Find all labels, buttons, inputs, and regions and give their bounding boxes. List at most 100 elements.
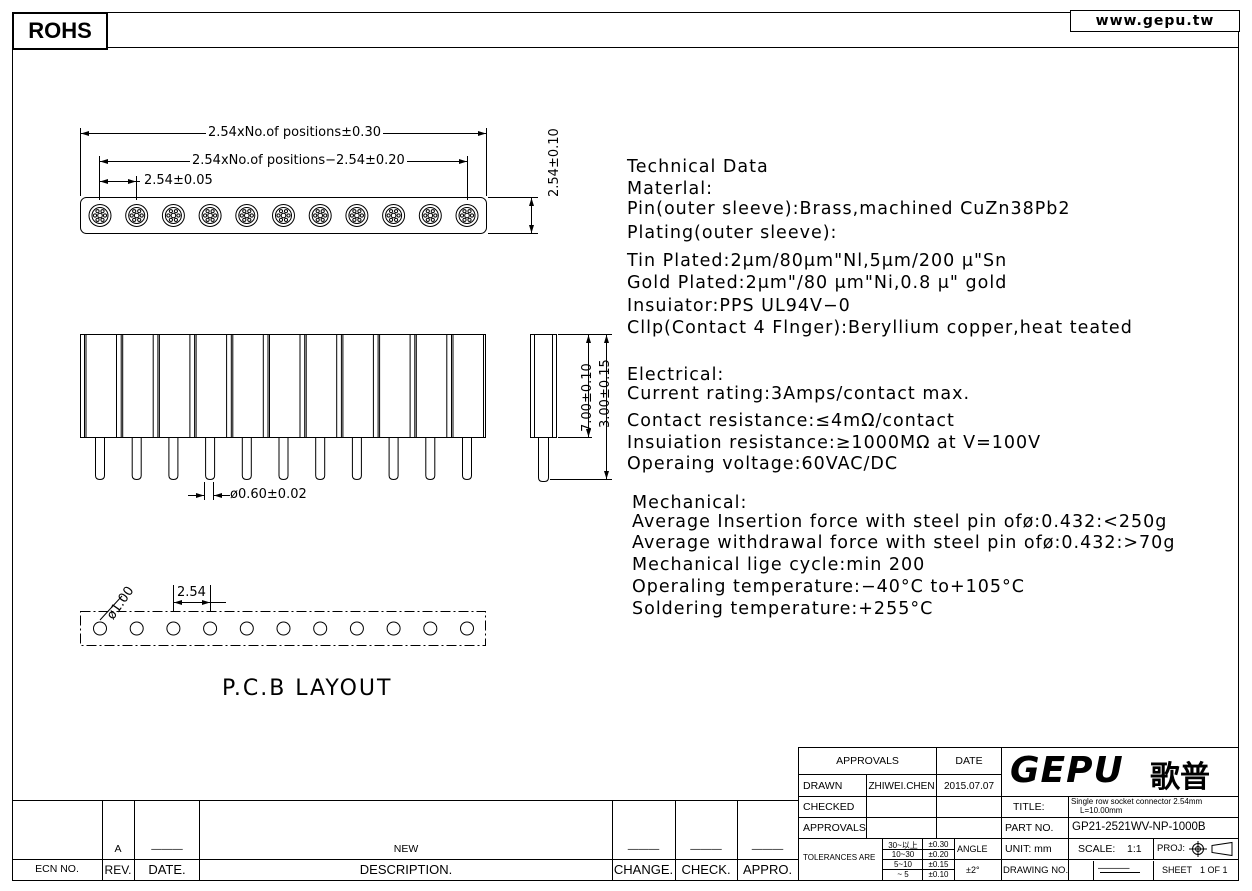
technical-data-line: Current rating:3Amps/contact max. xyxy=(627,384,971,404)
header-date: DATE. xyxy=(148,862,186,877)
dim-pcb-pitch: 2.54 xyxy=(177,585,206,600)
technical-data-line: Soldering temperature:+255°C xyxy=(632,599,934,619)
check-value: ——— xyxy=(690,843,722,855)
date-value: ——— xyxy=(151,843,183,855)
front-view-pin xyxy=(168,437,179,481)
dim-pin-diameter: ø0.60±0.02 xyxy=(230,487,307,502)
front-view-body xyxy=(80,334,486,438)
tolerance-range: 5~10 xyxy=(893,860,913,869)
drawn-date: 2015.07.07 xyxy=(943,781,995,792)
technical-data-line: Average withdrawal force with steel pin … xyxy=(632,533,1176,553)
technical-data-line: Pin(outer sleeve):Brass,machined CuZn38P… xyxy=(627,199,1071,219)
top-view-contact xyxy=(308,204,332,227)
rohs-badge: ROHS xyxy=(12,12,108,50)
proj-label: PROJ: xyxy=(1157,843,1185,854)
dim-height-total: 7.00±0.10 xyxy=(580,363,595,432)
technical-data-line: Electrical: xyxy=(627,365,725,385)
pcb-outline xyxy=(80,611,486,646)
gepu-logo: GEPU xyxy=(1010,750,1124,791)
technical-data-line: Operaling temperature:−40°C to+105°C xyxy=(632,577,1026,597)
technical-data-line: Average Insertion force with steel pin o… xyxy=(632,512,1168,532)
scale-value: 1:1 xyxy=(1127,843,1142,855)
front-view-pin xyxy=(205,437,216,481)
title-label: TITLE: xyxy=(1013,801,1045,813)
rev-value: A xyxy=(114,843,122,855)
technical-data-line: Operaing voltage:60VAC/DC xyxy=(627,454,899,474)
top-view-contact xyxy=(198,204,222,227)
front-view-pin xyxy=(95,437,105,481)
front-view-pin xyxy=(388,437,399,481)
title-line-1: Single row socket connector 2.54mm xyxy=(1071,797,1203,806)
tolerance-range: 10~30 xyxy=(891,850,915,859)
technical-data-line: Materlal: xyxy=(627,179,713,199)
technical-data-line: Insuiator:PPS UL94V−0 xyxy=(627,296,851,316)
angle-value: ±2° xyxy=(966,865,980,875)
header-appro: APPRO. xyxy=(742,862,793,877)
tolerance-value: ±0.10 xyxy=(928,870,949,879)
top-view-contact xyxy=(345,204,369,227)
angle-label: ANGLE xyxy=(957,844,988,854)
date-header: DATE xyxy=(955,755,983,767)
pcb-hole xyxy=(166,621,181,636)
pcb-hole xyxy=(386,621,401,636)
pcb-hole xyxy=(129,621,144,636)
tolerance-value: ±0.15 xyxy=(928,860,949,869)
pcb-hole xyxy=(313,621,328,636)
sheet-label: SHEET xyxy=(1162,865,1193,875)
top-view-contact xyxy=(418,204,442,227)
technical-data-line: Technical Data xyxy=(627,157,769,177)
tolerance-value: ±0.20 xyxy=(928,850,949,859)
description-value: NEW xyxy=(393,843,419,855)
top-view-contact xyxy=(272,204,295,227)
pcb-layout-label: P.C.B LAYOUT xyxy=(222,676,393,701)
technical-data-line: Gold Plated:2μm"/80 μm"Ni,0.8 μ" gold xyxy=(627,273,1008,293)
tolerances-label: TOLERANCES ARE xyxy=(803,853,876,862)
front-view-pin xyxy=(462,437,472,481)
title-line-2: L=10.00mm xyxy=(1080,806,1123,815)
top-view-body xyxy=(80,197,487,234)
approvals-header: APPROVALS xyxy=(836,755,899,767)
pcb-hole xyxy=(276,621,291,636)
pcb-hole xyxy=(460,621,474,636)
dim-pitch: 2.54±0.05 xyxy=(144,173,213,188)
drawing-no-label: DRAWING NO. xyxy=(1003,865,1069,876)
gepu-logo-chinese: 歌普 xyxy=(1150,760,1210,795)
front-view-pin xyxy=(315,437,326,481)
front-view-pin xyxy=(425,437,436,481)
front-view-pin xyxy=(278,437,289,481)
drawn-by: ZHIWEI.CHEN xyxy=(868,781,935,792)
part-no-label: PART NO. xyxy=(1005,822,1054,834)
header-check: CHECK. xyxy=(681,862,731,877)
website-label: www.gepu.tw xyxy=(1070,10,1240,32)
top-view-contact xyxy=(455,204,479,227)
dim-width: 2.54±0.10 xyxy=(547,128,562,197)
top-view-contact xyxy=(88,204,112,227)
technical-data-line: Plating(outer sleeve): xyxy=(627,223,838,243)
dim-total-length: 2.54xNo.of positions±0.30 xyxy=(206,125,383,140)
change-value: ——— xyxy=(627,843,660,855)
pcb-hole xyxy=(349,621,364,636)
header-rev: REV. xyxy=(104,863,132,877)
tolerance-range: 30~以上 xyxy=(888,841,918,850)
checked-label: CHECKED xyxy=(803,801,855,813)
technical-data-line: Mechanical lige cycle:min 200 xyxy=(632,555,926,575)
technical-data-line: Cllp(Contact 4 Flnger):Beryllium copper,… xyxy=(627,318,1133,338)
front-view-pin xyxy=(131,437,142,481)
sheet-value: 1 OF 1 xyxy=(1200,865,1228,875)
pcb-hole xyxy=(203,621,218,636)
pcb-hole xyxy=(93,621,107,636)
side-view-body xyxy=(530,334,557,438)
top-view-contact xyxy=(382,204,406,227)
top-view-contact xyxy=(235,204,259,227)
drawn-label: DRAWN xyxy=(803,780,843,792)
technical-data-line: Tin Plated:2μm/80μm"Nl,5μm/200 μ"Sn xyxy=(627,251,1008,271)
header-description: DESCRIPTION. xyxy=(359,862,453,877)
scale-label: SCALE: xyxy=(1078,843,1116,855)
front-view-pin xyxy=(351,437,362,481)
pcb-hole xyxy=(239,621,254,636)
top-view-contacts xyxy=(88,204,479,227)
header-change: CHANGE. xyxy=(613,862,674,877)
front-view-pin xyxy=(241,437,252,481)
technical-data-line: Mechanical: xyxy=(632,493,748,513)
tolerance-range: ~ 5 xyxy=(897,870,909,879)
